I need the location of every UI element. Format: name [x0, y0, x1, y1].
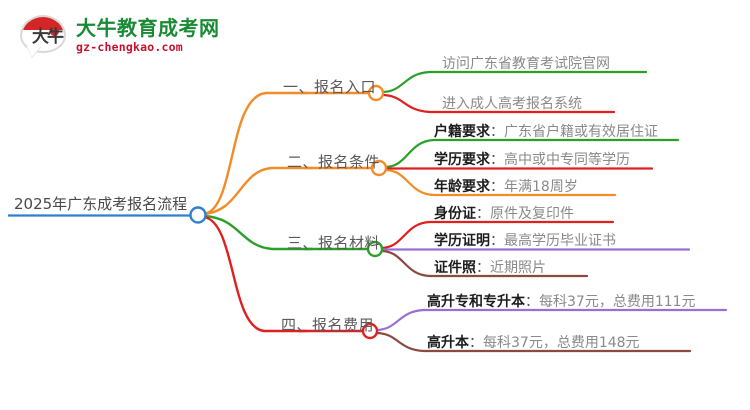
connector-branch-4-child-1: [374, 308, 728, 332]
leaf-separator: ：: [469, 335, 483, 351]
leaf-separator: ：: [525, 294, 539, 310]
leaf-text: 进入成人高考报名系统: [442, 96, 582, 112]
leaf-label: 学历要求: [434, 152, 490, 168]
leaf-text: 原件及复印件: [490, 206, 574, 222]
leaf-node-1-2[interactable]: 进入成人高考报名系统: [442, 97, 582, 111]
leaf-node-2-2[interactable]: 学历要求：高中或中专同等学历: [434, 153, 630, 167]
leaf-node-3-1[interactable]: 身份证：原件及复印件: [434, 207, 574, 221]
root-node-circle[interactable]: [189, 206, 207, 224]
branch-label-3[interactable]: 三、报名材料: [287, 234, 381, 252]
branch-label-2[interactable]: 二、报名条件: [287, 153, 381, 171]
bubble-tail: [27, 46, 41, 57]
leaf-node-3-2[interactable]: 学历证明：最高学历毕业证书: [434, 234, 616, 248]
leaf-separator: ：: [490, 124, 504, 140]
logo-title: 大牛教育成考网: [76, 16, 220, 40]
leaf-label: 户籍要求: [434, 124, 490, 140]
connector-root-to-branch-2: [202, 166, 314, 216]
leaf-node-1-1[interactable]: 访问广东省教育考试院官网: [442, 57, 610, 71]
leaf-node-4-1[interactable]: 高升专和专升本：每科37元，总费用111元: [427, 295, 696, 309]
leaf-label: 身份证: [434, 206, 476, 222]
leaf-separator: ：: [490, 179, 504, 195]
leaf-separator: ：: [490, 233, 504, 249]
leaf-label: 学历证明: [434, 233, 490, 249]
leaf-text: 高中或中专同等学历: [504, 152, 630, 168]
connector-branch-1-child-1: [380, 70, 648, 94]
branch-label-4[interactable]: 四、报名费用: [281, 316, 375, 334]
leaf-node-2-3[interactable]: 年龄要求：年满18周岁: [434, 180, 578, 194]
leaf-node-3-3[interactable]: 证件照：近期照片: [434, 261, 546, 275]
leaf-node-4-2[interactable]: 高升本：每科37元，总费用148元: [427, 336, 640, 350]
leaf-text: 近期照片: [490, 260, 546, 276]
leaf-node-2-1[interactable]: 户籍要求：广东省户籍或有效居住证: [434, 125, 658, 139]
bubble-dot: [50, 27, 59, 36]
bubble-top-band: [22, 17, 64, 30]
site-logo[interactable]: 大牛 大牛教育成考网 gz-chengkao.com: [18, 10, 248, 62]
leaf-label: 高升专和专升本: [427, 294, 525, 310]
branch-label-1[interactable]: 一、报名入口: [283, 78, 377, 96]
leaf-text: 访问广东省教育考试院官网: [442, 56, 610, 72]
leaf-separator: ：: [490, 152, 504, 168]
logo-text-block: 大牛教育成考网 gz-chengkao.com: [76, 17, 220, 55]
leaf-text: 每科37元，总费用148元: [483, 335, 640, 351]
logo-mark-text: 大牛: [32, 27, 64, 47]
leaf-label: 证件照: [434, 260, 476, 276]
leaf-text: 每科37元，总费用111元: [539, 294, 696, 310]
leaf-label: 年龄要求: [434, 179, 490, 195]
leaf-label: 高升本: [427, 335, 469, 351]
speech-bubble-logo-icon: 大牛: [18, 13, 68, 59]
leaf-separator: ：: [476, 206, 490, 222]
leaf-separator: ：: [476, 260, 490, 276]
leaf-text: 年满18周岁: [504, 179, 578, 195]
leaf-text: 广东省户籍或有效居住证: [504, 124, 658, 140]
root-label[interactable]: 2025年广东成考报名流程: [14, 195, 188, 213]
logo-subtitle: gz-chengkao.com: [76, 40, 183, 54]
leaf-text: 最高学历毕业证书: [504, 233, 616, 249]
